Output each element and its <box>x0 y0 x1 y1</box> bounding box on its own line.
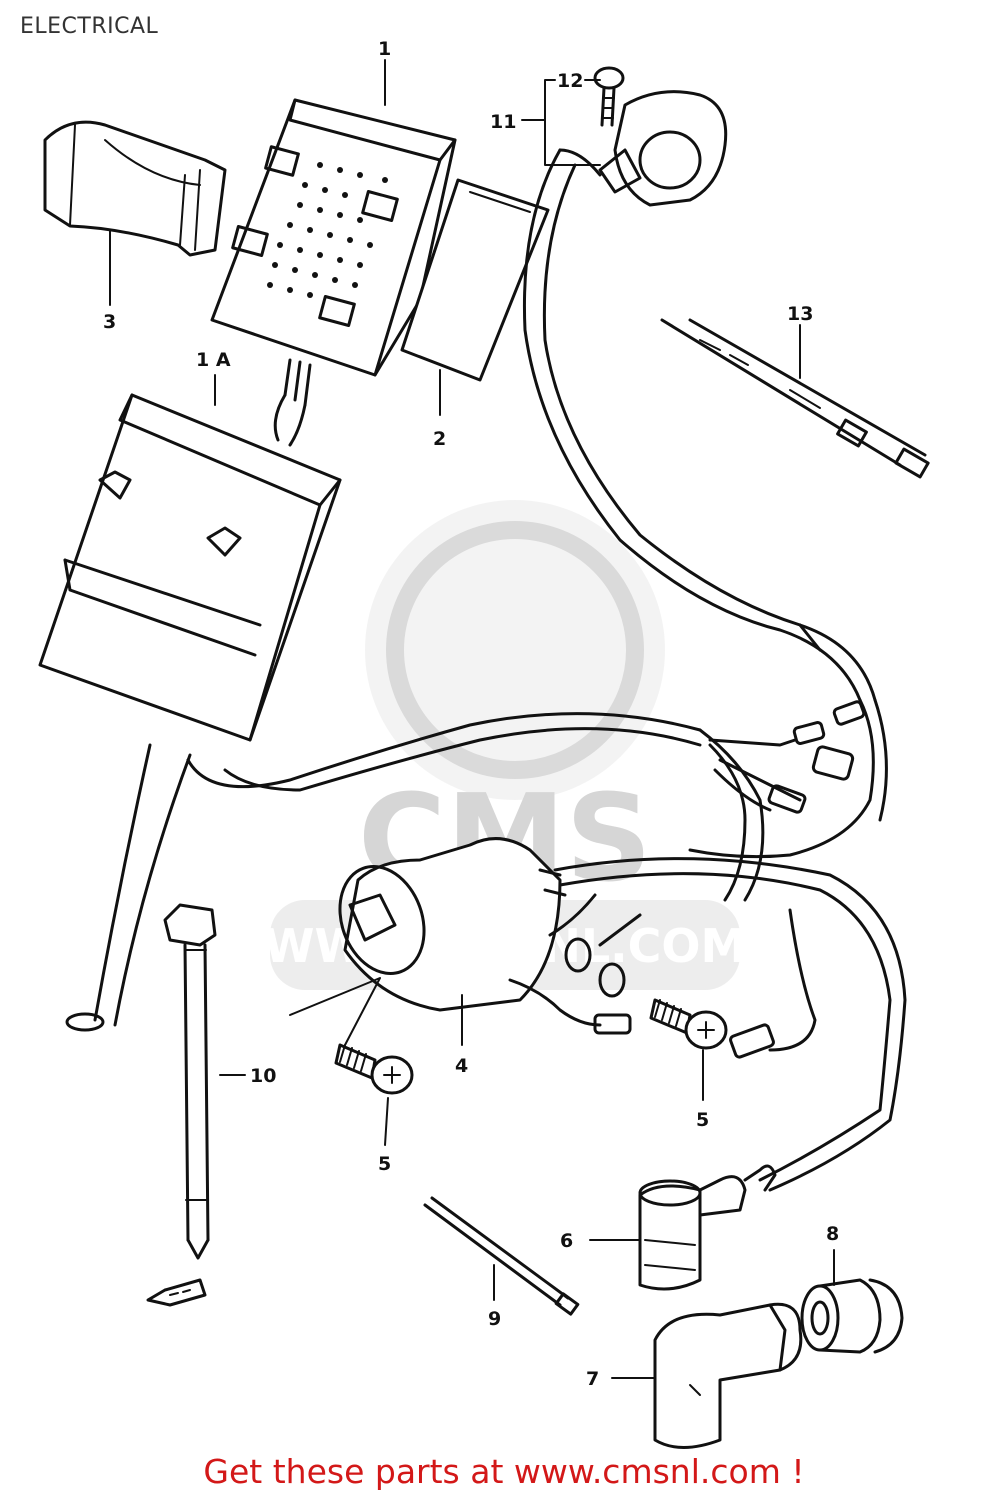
callout-11: 11 <box>490 111 516 133</box>
harness-main <box>186 148 907 1192</box>
part-8-grommet <box>800 1278 904 1354</box>
part-1a-cover <box>38 393 342 742</box>
part-6-plug-cap <box>638 1164 777 1291</box>
callout-1: 1 <box>378 38 391 60</box>
callout-12: 12 <box>557 70 583 92</box>
footer-parts-link[interactable]: Get these parts at www.cmsnl.com ! <box>203 1452 805 1491</box>
harness-lower-left <box>65 743 192 1032</box>
part-4-ignition-coil <box>338 837 642 1035</box>
part-12-screw <box>593 66 625 127</box>
callouts: 1 1 A 2 3 4 5 5 6 7 8 9 10 11 12 13 <box>103 38 839 1390</box>
part-1-cdi-unit <box>210 98 457 447</box>
callout-13: 13 <box>787 303 813 325</box>
part-2-pad <box>400 178 550 382</box>
callout-8: 8 <box>826 1223 839 1245</box>
callout-5-left: 5 <box>378 1153 391 1175</box>
callout-2: 2 <box>433 428 446 450</box>
callout-7: 7 <box>586 1368 599 1390</box>
part-13-harness-strap <box>660 318 930 479</box>
callout-5-right: 5 <box>696 1109 709 1131</box>
front-arrow-icon <box>146 1278 207 1307</box>
part-7-boot <box>653 1302 803 1449</box>
leader-lines <box>109 59 835 1379</box>
callout-3: 3 <box>103 311 116 333</box>
part-5-bolt-right <box>649 998 728 1050</box>
callout-1a: 1 A <box>196 349 231 371</box>
page-title: ELECTRICAL <box>20 14 159 39</box>
callout-4: 4 <box>455 1055 468 1077</box>
callout-9: 9 <box>488 1308 501 1330</box>
part-9-cable-tie <box>423 1196 580 1316</box>
part-5-bolt-left <box>334 1043 414 1095</box>
part-11-pickup <box>558 90 728 207</box>
callout-10: 10 <box>250 1065 276 1087</box>
part-10-strap <box>163 903 217 1260</box>
part-3-clamp <box>43 120 227 257</box>
callout-6: 6 <box>560 1230 573 1252</box>
